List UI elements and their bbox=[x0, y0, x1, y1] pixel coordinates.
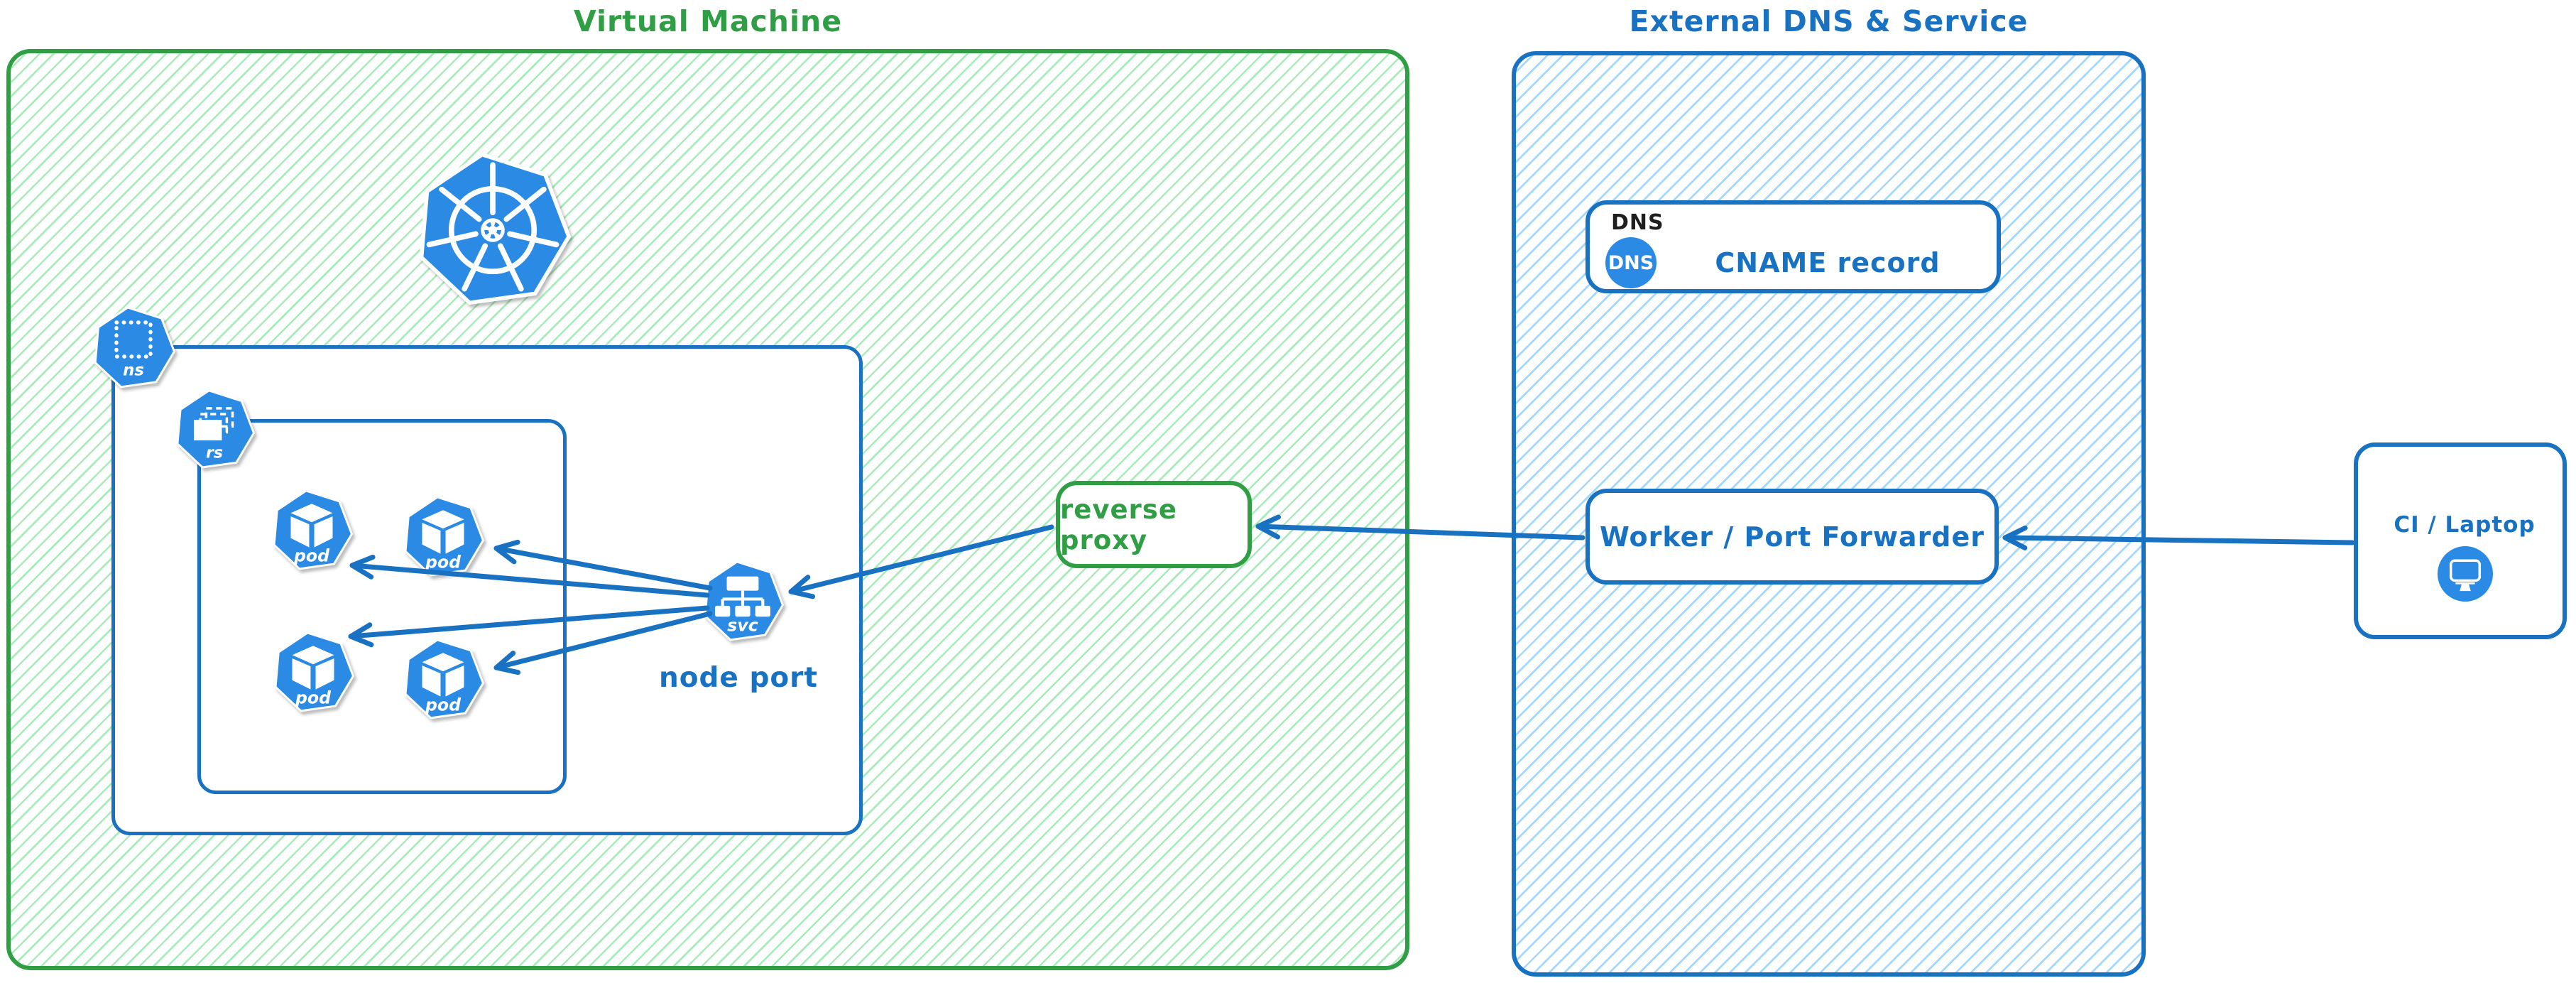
worker-port-forwarder-label: Worker / Port Forwarder bbox=[1599, 521, 1985, 553]
replicaset-box bbox=[197, 419, 567, 794]
service-icon: svc bbox=[704, 560, 785, 641]
reverse-proxy-box: reverse proxy bbox=[1056, 481, 1252, 568]
pod-icon: pod bbox=[404, 639, 485, 719]
pod-icon-label: pod bbox=[295, 688, 332, 708]
cname-record-label: CNAME record bbox=[1715, 247, 1941, 278]
dns-card: DNS DNS CNAME record bbox=[1586, 200, 2001, 293]
monitor-icon bbox=[2438, 546, 2493, 602]
pod-icon: pod bbox=[273, 489, 354, 570]
kubernetes-icon bbox=[419, 152, 572, 305]
replicaset-icon: rs bbox=[176, 389, 256, 469]
pod-icon-label: pod bbox=[425, 553, 462, 572]
pod-icon: pod bbox=[404, 496, 485, 577]
service-icon-label: svc bbox=[727, 615, 758, 635]
namespace-icon-label: ns bbox=[123, 361, 144, 379]
ci-laptop-label: CI / Laptop bbox=[2394, 512, 2536, 538]
pod-icon-label: pod bbox=[293, 546, 330, 566]
node-port-caption: node port bbox=[658, 662, 819, 694]
dns-tag: DNS bbox=[1611, 210, 1664, 235]
pod-icon-label: pod bbox=[425, 695, 462, 715]
replicaset-icon-label: rs bbox=[206, 444, 223, 462]
ci-laptop-box: CI / Laptop bbox=[2354, 442, 2567, 639]
worker-port-forwarder-box: Worker / Port Forwarder bbox=[1586, 489, 1999, 585]
dns-badge-icon: DNS bbox=[1605, 237, 1657, 288]
reverse-proxy-label: reverse proxy bbox=[1060, 494, 1177, 555]
namespace-icon: ns bbox=[94, 306, 176, 389]
virtual-machine-title: Virtual Machine bbox=[573, 4, 843, 38]
pod-icon: pod bbox=[274, 631, 355, 712]
external-dns-service-title: External DNS & Service bbox=[1629, 4, 2029, 38]
